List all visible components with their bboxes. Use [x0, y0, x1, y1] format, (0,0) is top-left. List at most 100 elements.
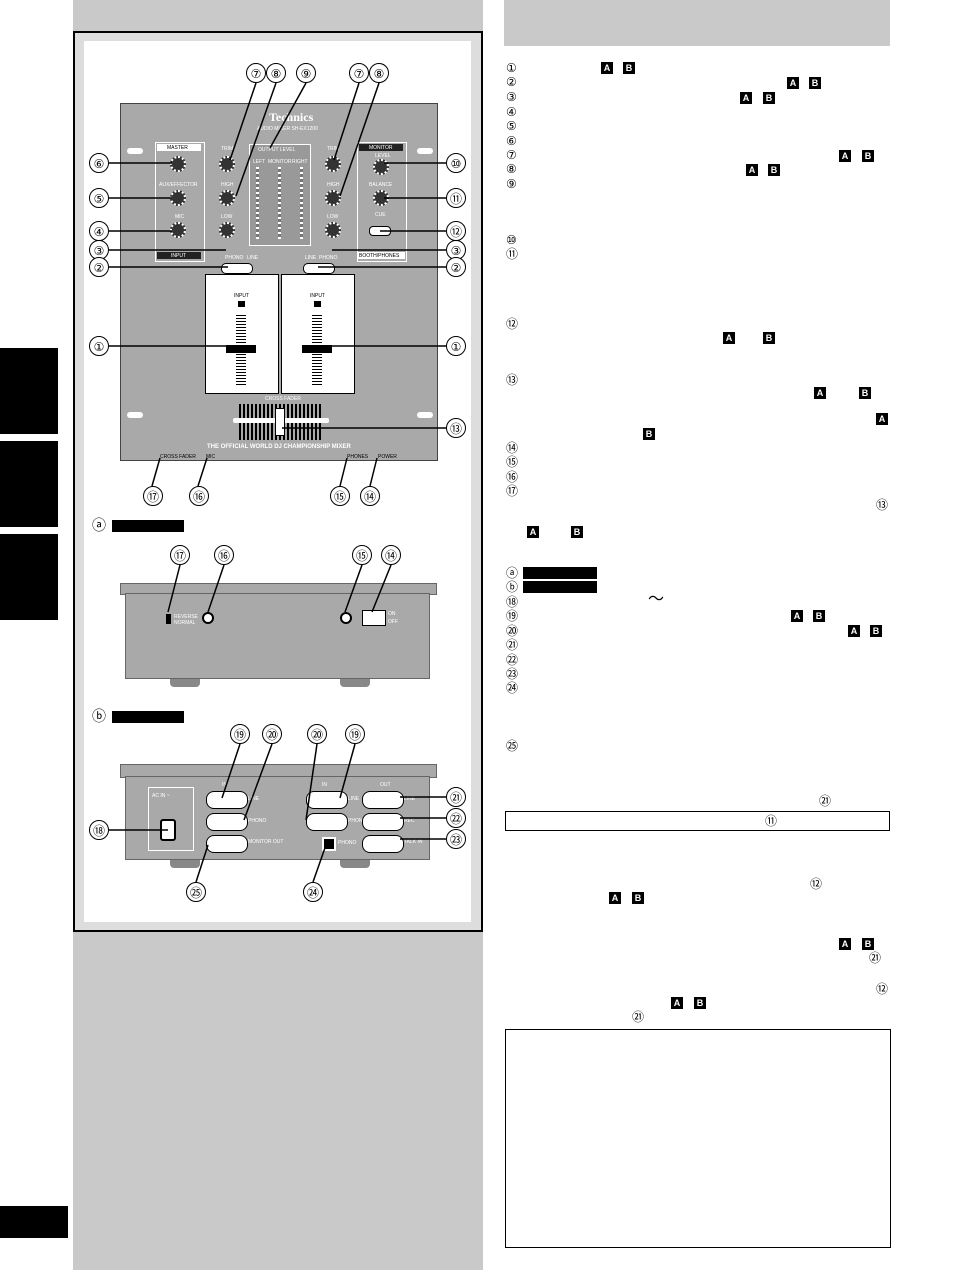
- high-b-knob[interactable]: [325, 190, 341, 206]
- monitor-header: [359, 144, 403, 151]
- side-tab-2: [0, 441, 58, 527]
- item-5: ⑤: [506, 119, 517, 133]
- out-line-jacks[interactable]: [362, 791, 404, 809]
- rear-foot-left: [170, 860, 200, 868]
- phones-jack[interactable]: [340, 612, 352, 624]
- badge-a: A: [876, 413, 888, 425]
- channel-a-fader-panel: INPUT: [205, 274, 279, 394]
- rec-out-jacks[interactable]: [362, 813, 404, 831]
- reverse-normal-switch[interactable]: [166, 614, 171, 624]
- phono-line-switch-a[interactable]: [221, 263, 253, 274]
- mic-knob[interactable]: [170, 222, 186, 238]
- item-b: ⓑ: [506, 580, 519, 594]
- a-phono-label: PHONO: [348, 818, 367, 824]
- rear-panel-body: AC IN ~ LINE PHONO MONITOR OUT IN LINE P…: [125, 776, 430, 860]
- badge-b: B: [571, 526, 583, 538]
- front-callout-15: ⑮: [352, 545, 372, 565]
- right-control-block: [357, 142, 407, 262]
- item-2: ②: [506, 75, 517, 89]
- ground-phono-label: PHONO: [338, 840, 357, 846]
- a-phono-jacks[interactable]: [306, 813, 348, 831]
- line-a-label: LINE: [247, 255, 259, 261]
- talk-in-jacks[interactable]: [362, 835, 404, 853]
- callout-5: ⑤: [89, 188, 109, 208]
- a-line-jacks[interactable]: [306, 791, 348, 809]
- item-12: ⑫: [506, 317, 519, 331]
- brand-logo: Technics: [269, 110, 314, 124]
- callout-16: ⑯: [189, 486, 209, 506]
- mic-jack[interactable]: [202, 612, 214, 624]
- trim-b-knob[interactable]: [325, 156, 341, 172]
- monitor-out-jacks[interactable]: [206, 835, 248, 853]
- badge-a: A: [814, 387, 826, 399]
- rack-slot: [127, 148, 143, 154]
- trim-b-label: TRIM: [327, 146, 340, 152]
- item-6: ⑥: [506, 134, 517, 148]
- b-line-jacks[interactable]: [206, 791, 248, 809]
- note-box: [505, 811, 890, 831]
- callout-12: ⑫: [446, 221, 466, 241]
- out-label: OUT: [380, 782, 391, 788]
- badge-b: B: [859, 387, 871, 399]
- low-b-knob[interactable]: [325, 222, 341, 238]
- ref-12b: ⑫: [876, 982, 889, 996]
- trim-a-knob[interactable]: [219, 156, 235, 172]
- item-3: ③: [506, 90, 517, 104]
- phono-line-switch-b[interactable]: [303, 263, 335, 274]
- rear-callout-25: ㉕: [186, 882, 206, 902]
- item-11: ⑪: [506, 247, 519, 261]
- meter-bar-left: [256, 167, 259, 239]
- front-callout-14: ⑭: [381, 545, 401, 565]
- badge-b: B: [694, 997, 706, 1009]
- badge-a: A: [723, 332, 735, 344]
- crossfader-knob[interactable]: [275, 408, 285, 436]
- meter-left-label: LEFT: [253, 159, 266, 165]
- callout-7a: ⑦: [246, 63, 266, 83]
- callout-10: ⑩: [446, 153, 466, 173]
- callout-1-right: ①: [446, 336, 466, 356]
- item-21: ㉑: [506, 638, 519, 652]
- master-label: MASTER: [167, 145, 188, 151]
- aux-label: AUX/EFFECTOR: [159, 182, 198, 188]
- side-tab-1: [0, 348, 58, 434]
- callout-14: ⑭: [360, 486, 380, 506]
- item-17: ⑰: [506, 484, 519, 498]
- master-header: [157, 144, 201, 151]
- trim-a-label: TRIM: [221, 146, 234, 152]
- master-knob[interactable]: [170, 156, 186, 172]
- badge-a: A: [527, 526, 539, 538]
- rear-callout-18: ⑱: [89, 820, 109, 840]
- item-10: ⑩: [506, 233, 517, 247]
- output-level-label: OUTPUT LEVEL: [258, 147, 296, 153]
- rear-callout-24: ㉔: [303, 882, 323, 902]
- badge-b: B: [763, 92, 775, 104]
- fader-a-knob[interactable]: [226, 345, 256, 353]
- out-line-label: LINE: [404, 796, 416, 802]
- item-16: ⑯: [506, 470, 519, 484]
- rear-callout-19a: ⑲: [230, 724, 250, 744]
- badge-b: B: [870, 625, 882, 637]
- talk-in-label: TALK IN: [404, 839, 423, 845]
- ref-21c: ㉑: [632, 1010, 645, 1024]
- callout-13: ⑬: [446, 418, 466, 438]
- b-phono-jacks[interactable]: [206, 813, 248, 831]
- badge-b: B: [862, 150, 874, 162]
- leader-lines: [109, 82, 446, 487]
- badge-b: B: [623, 62, 635, 74]
- input-a-badge: [238, 301, 245, 307]
- front-label-phones: PHONES: [347, 454, 369, 460]
- badge-b: B: [632, 892, 644, 904]
- fader-b-knob[interactable]: [302, 345, 332, 353]
- a-line-label: LINE: [348, 796, 360, 802]
- channel-b-fader-panel: INPUT: [281, 274, 355, 394]
- item-1: ①: [506, 61, 517, 75]
- meter-bar-monitor: [278, 167, 281, 239]
- rear-leaders: [109, 743, 446, 883]
- high-a-knob[interactable]: [219, 190, 235, 206]
- low-a-knob[interactable]: [219, 222, 235, 238]
- power-on-label: ON: [388, 611, 396, 617]
- sub-a-marker: ⓐ: [92, 518, 106, 534]
- item-a: ⓐ: [506, 566, 519, 580]
- power-button[interactable]: [362, 610, 386, 626]
- item-19: ⑲: [506, 609, 519, 623]
